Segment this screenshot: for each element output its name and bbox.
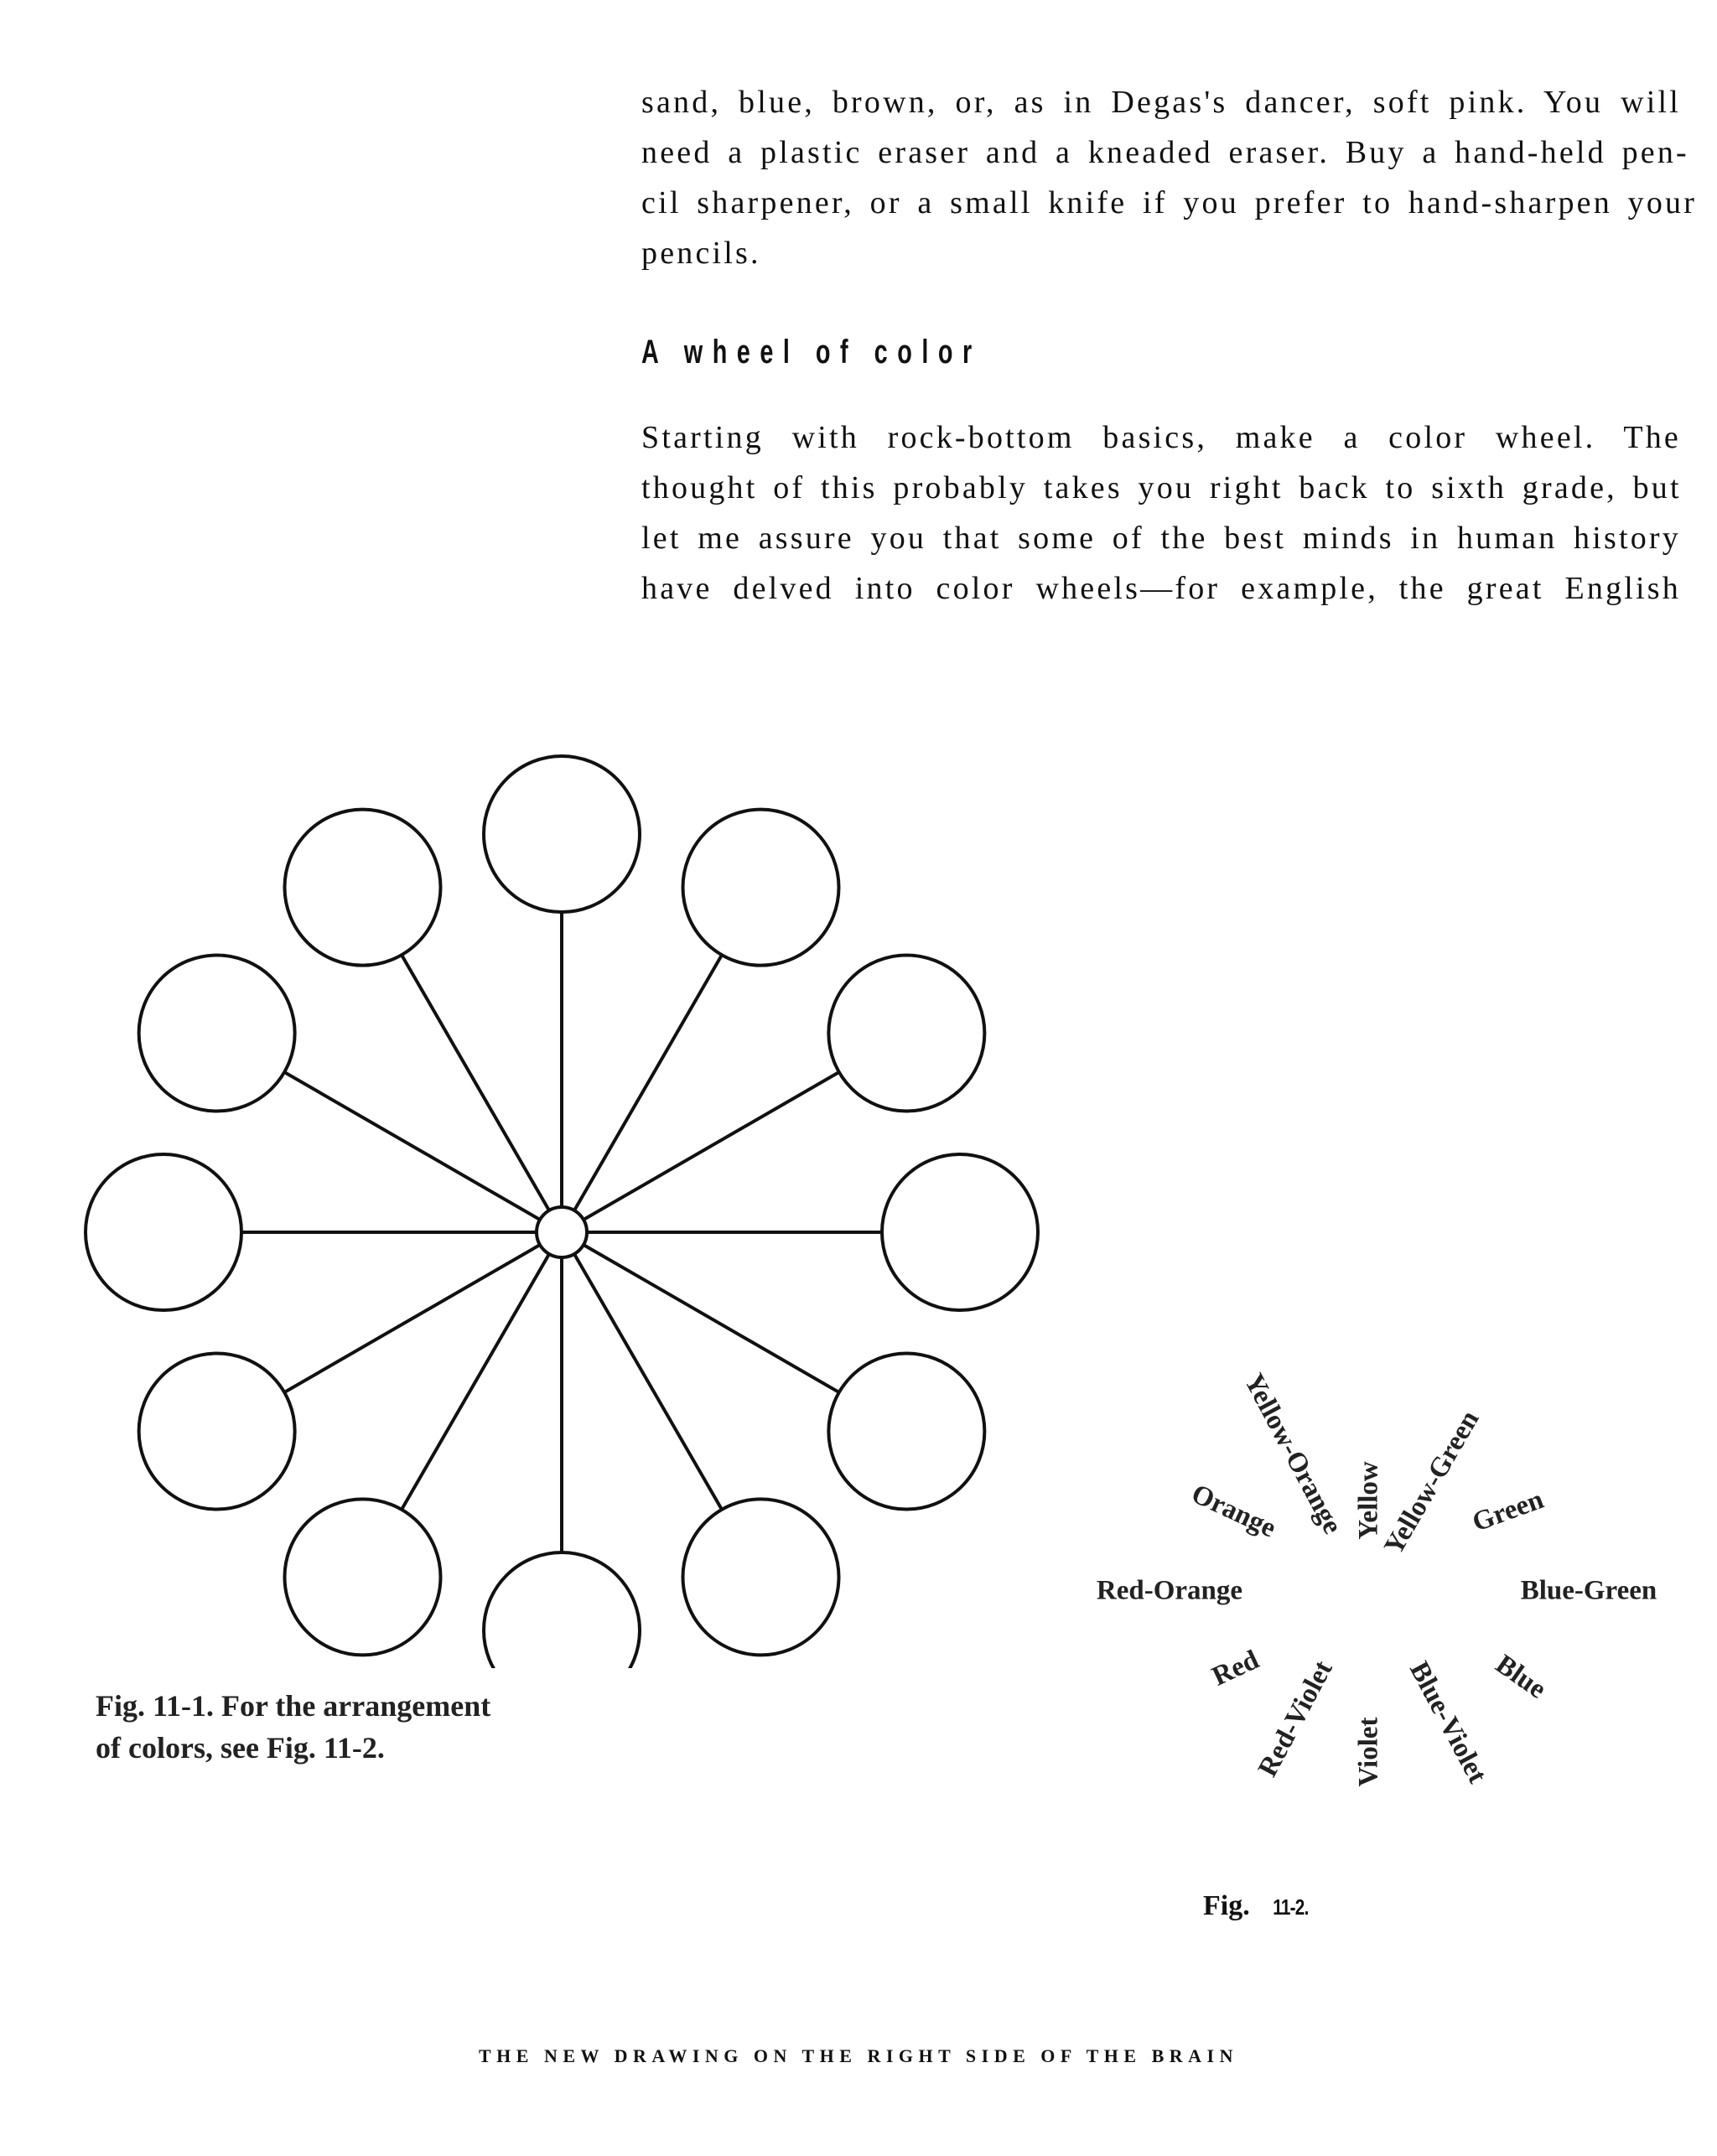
footer-text: THE NEW DRAWING ON THE RIGHT SIDE OF THE… — [479, 2045, 1238, 2066]
color-slot-circle — [283, 807, 443, 967]
color-slot-circle — [84, 1153, 243, 1312]
wheel-spoke — [283, 1243, 542, 1394]
color-slot-circle — [827, 953, 987, 1113]
wheel-spoke — [400, 1252, 551, 1511]
paragraph-supplies: sand, blue, brown, or, as in Degas's dan… — [641, 77, 1698, 278]
color-label: Yellow — [1354, 1461, 1384, 1540]
text-line: cil sharpener, or a small knife if you p… — [641, 185, 1698, 220]
caption-prefix: Fig. — [1203, 1890, 1250, 1921]
caption-line: of colors, see Fig. 11-2. — [96, 1731, 385, 1765]
text-line: need a plastic eraser and a kneaded eras… — [641, 135, 1689, 170]
color-label: Blue-Green — [1521, 1576, 1657, 1606]
color-label: Red — [1207, 1645, 1263, 1692]
paragraph-color-wheel: Starting with rock-bottom basics, make a… — [641, 412, 1681, 614]
text-line: Starting with rock-bottom basics, make a… — [641, 420, 1681, 455]
text-line: sand, blue, brown, or, as in Degas's dan… — [641, 85, 1681, 120]
color-slot-circle — [827, 1351, 987, 1511]
wheel-spoke — [573, 954, 724, 1212]
color-label: Violet — [1354, 1717, 1384, 1786]
color-label: Red-Orange — [1097, 1576, 1242, 1606]
text-line: pencils. — [641, 236, 761, 271]
color-wheel-diagram — [84, 754, 1040, 1668]
wheel-spoke — [400, 954, 551, 1212]
text-line: let me assure you that some of the best … — [641, 521, 1681, 556]
color-slot-circle — [482, 754, 641, 914]
color-slot-circle — [880, 1153, 1040, 1312]
color-labels-diagram: YellowYellow-GreenGreenBlue-GreenBlueBlu… — [1097, 1369, 1657, 1788]
color-slot-circle — [681, 1497, 841, 1657]
color-label: Red-Violet — [1253, 1656, 1339, 1781]
wheel-spoke — [573, 1252, 724, 1511]
color-label: Orange — [1187, 1479, 1281, 1544]
color-label: Blue-Violet — [1403, 1656, 1492, 1788]
color-slot-circle — [137, 953, 297, 1113]
text-line: thought of this probably takes you right… — [641, 470, 1682, 505]
wheel-spoke — [582, 1243, 840, 1394]
figure-caption-11-1: Fig. 11-1. For the arrangement of colors… — [96, 1685, 565, 1769]
color-slot-circle — [681, 807, 841, 967]
color-slot-circle — [482, 1551, 641, 1668]
running-footer: THE NEW DRAWING ON THE RIGHT SIDE OF THE… — [0, 2045, 1717, 2067]
wheel-hub — [535, 1205, 589, 1259]
color-label: Green — [1469, 1485, 1548, 1538]
wheel-spoke — [582, 1070, 840, 1221]
caption-number: 11-2. — [1273, 1894, 1309, 1920]
section-heading: A wheel of color — [641, 334, 982, 371]
color-slot-circle — [137, 1351, 297, 1511]
color-label: Yellow-Green — [1378, 1406, 1485, 1560]
caption-line: Fig. 11-1. For the arrangement — [96, 1689, 491, 1723]
color-label: Blue — [1490, 1649, 1551, 1704]
text-line: have delved into color wheels—for exampl… — [641, 571, 1681, 606]
figure-caption-11-2: Fig. 11-2. — [1203, 1890, 1313, 1922]
wheel-spoke — [283, 1070, 542, 1221]
color-slot-circle — [283, 1497, 443, 1657]
